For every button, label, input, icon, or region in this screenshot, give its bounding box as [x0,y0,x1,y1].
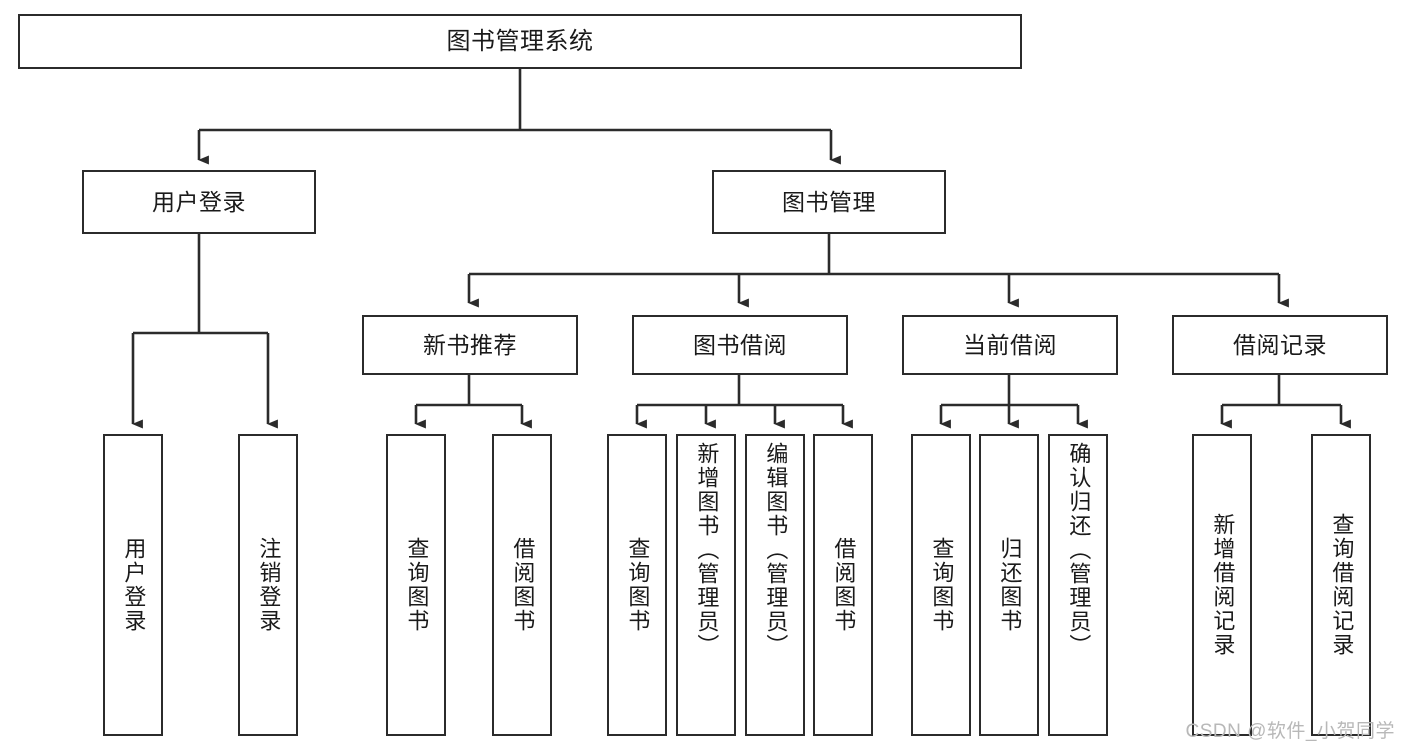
node-user-login[interactable]: 用户登录 [82,170,316,234]
node-leaf-query-book-3[interactable]: 查询图书 [911,434,971,736]
node-book-manage[interactable]: 图书管理 [712,170,946,234]
node-leaf-borrow-book-1[interactable]: 借阅图书 [492,434,552,736]
node-leaf-query-book-1-label: 查询图书 [404,537,430,633]
node-leaf-confirm-return-label: 确认归还（管理员） [1066,442,1092,658]
node-leaf-user-login[interactable]: 用户登录 [103,434,163,736]
node-leaf-query-book-2[interactable]: 查询图书 [607,434,667,736]
node-new-book-recommend-label: 新书推荐 [423,331,517,358]
node-leaf-confirm-return[interactable]: 确认归还（管理员） [1048,434,1108,736]
node-borrow-record[interactable]: 借阅记录 [1172,315,1388,375]
node-leaf-query-book-1[interactable]: 查询图书 [386,434,446,736]
node-leaf-query-book-2-label: 查询图书 [625,537,651,633]
node-book-borrow[interactable]: 图书借阅 [632,315,848,375]
node-leaf-query-record-label: 查询借阅记录 [1329,513,1355,657]
node-leaf-return-book-label: 归还图书 [997,537,1023,633]
node-current-borrow[interactable]: 当前借阅 [902,315,1118,375]
node-root[interactable]: 图书管理系统 [18,14,1022,69]
node-leaf-borrow-book-2-label: 借阅图书 [831,537,857,633]
node-current-borrow-label: 当前借阅 [963,331,1057,358]
node-leaf-edit-book[interactable]: 编辑图书（管理员） [745,434,805,736]
node-leaf-logout-label: 注销登录 [256,537,282,633]
node-leaf-borrow-book-2[interactable]: 借阅图书 [813,434,873,736]
node-user-login-label: 用户登录 [152,188,246,215]
node-leaf-user-login-label: 用户登录 [121,537,147,633]
node-leaf-add-book-label: 新增图书（管理员） [694,442,720,658]
node-leaf-add-book[interactable]: 新增图书（管理员） [676,434,736,736]
node-book-borrow-label: 图书借阅 [693,331,787,358]
node-leaf-query-record[interactable]: 查询借阅记录 [1311,434,1371,736]
node-leaf-return-book[interactable]: 归还图书 [979,434,1039,736]
node-leaf-borrow-book-1-label: 借阅图书 [510,537,536,633]
node-new-book-recommend[interactable]: 新书推荐 [362,315,578,375]
node-borrow-record-label: 借阅记录 [1233,331,1327,358]
node-root-label: 图书管理系统 [446,27,594,55]
watermark: CSDN @软件_小贺同学 [1185,721,1395,742]
node-leaf-edit-book-label: 编辑图书（管理员） [763,442,789,658]
node-leaf-add-record-label: 新增借阅记录 [1210,513,1236,657]
node-leaf-logout[interactable]: 注销登录 [238,434,298,736]
node-book-manage-label: 图书管理 [782,188,876,215]
node-leaf-add-record[interactable]: 新增借阅记录 [1192,434,1252,736]
node-leaf-query-book-3-label: 查询图书 [929,537,955,633]
